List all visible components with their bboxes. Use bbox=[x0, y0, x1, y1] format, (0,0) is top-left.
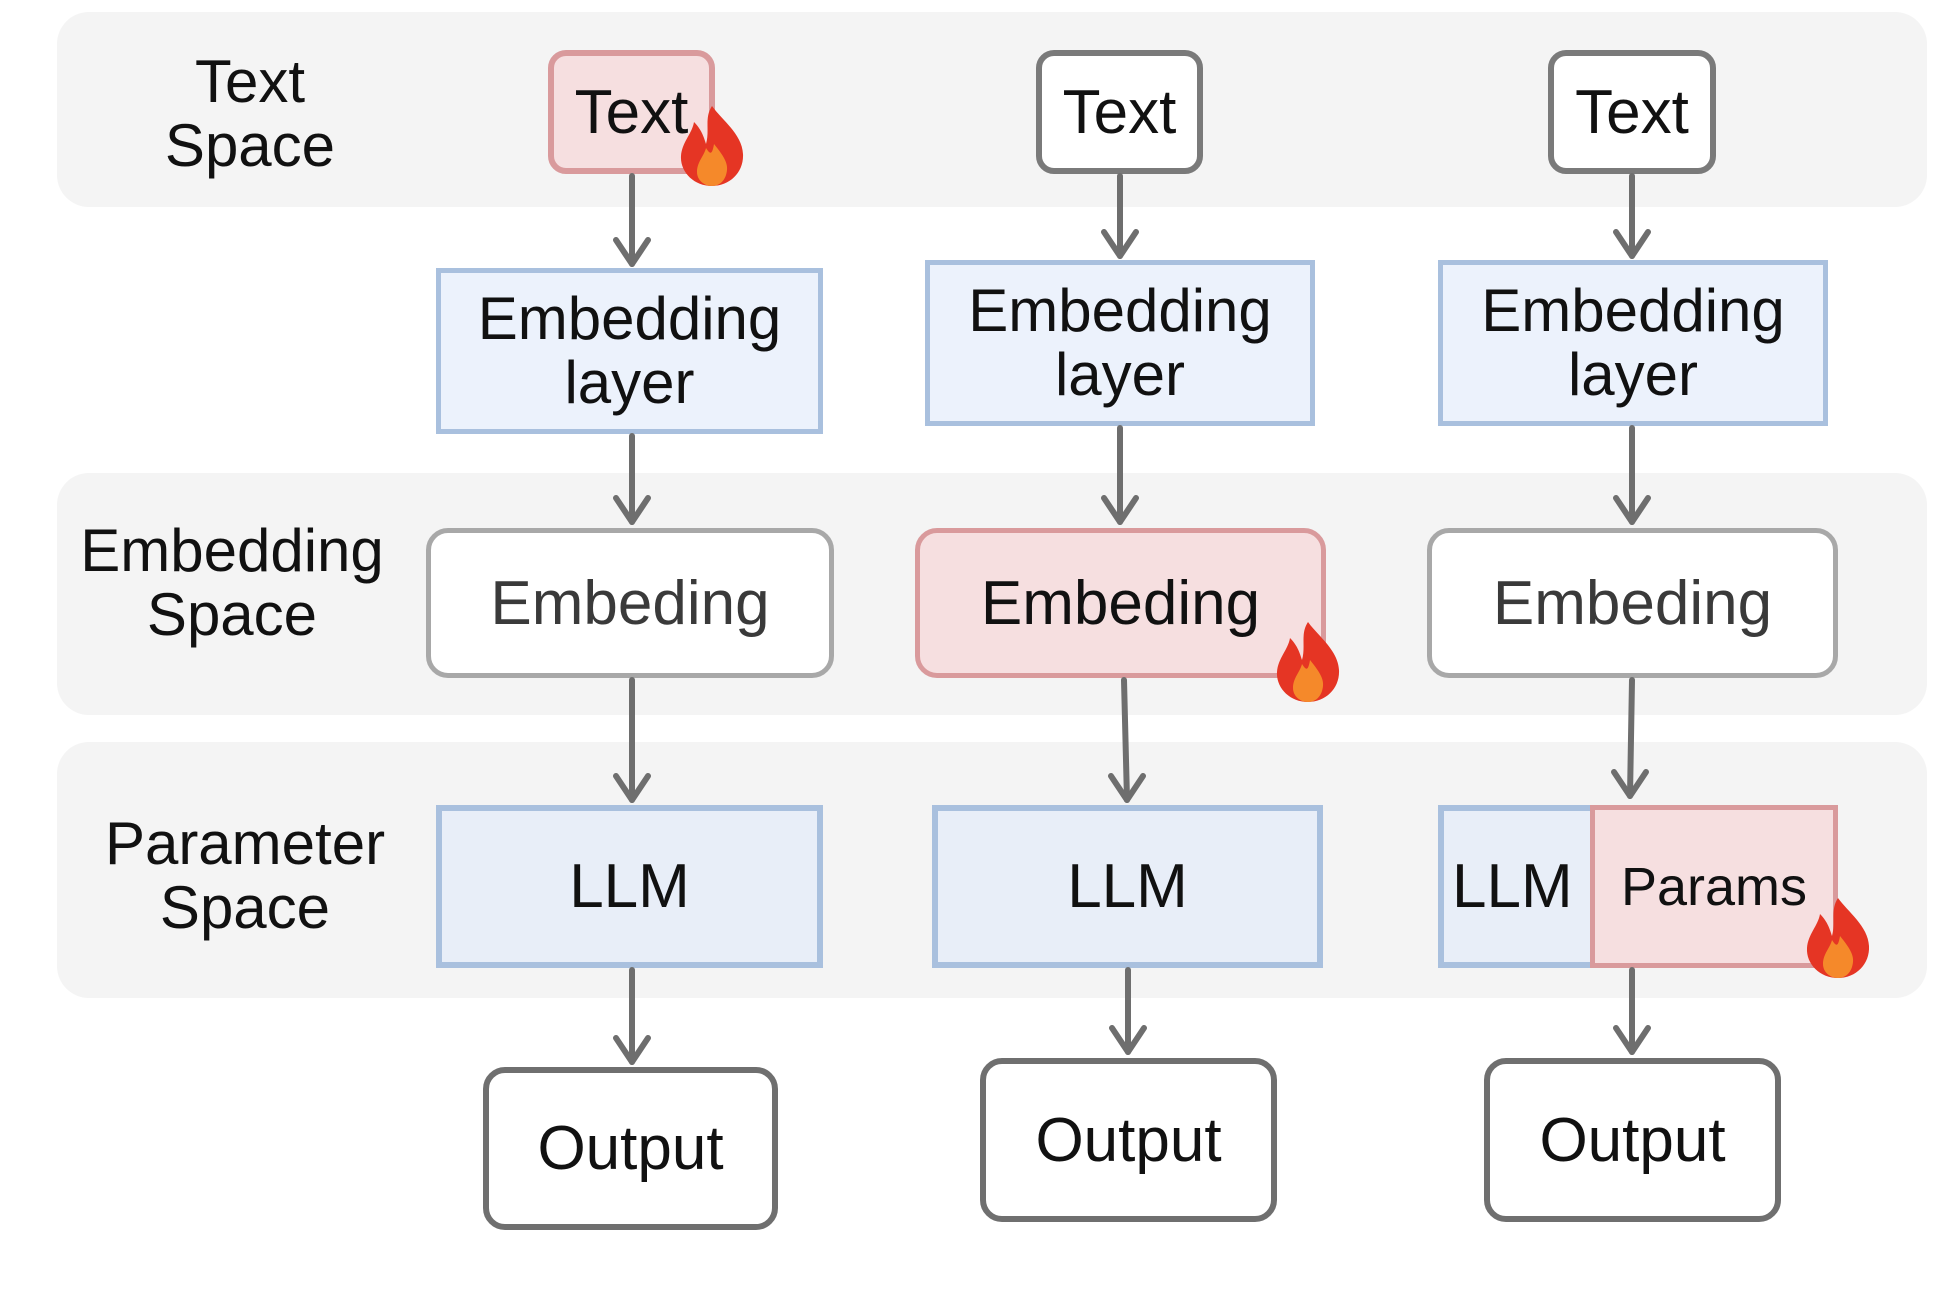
row-label-parameter-space-text: Parameter Space bbox=[104, 810, 386, 941]
col3-embedding-box: Embeding bbox=[1427, 528, 1838, 678]
col1-text-box: Text bbox=[548, 50, 715, 174]
col1-llm-box: LLM bbox=[436, 805, 823, 968]
col1-llm-label: LLM bbox=[569, 852, 690, 921]
col1-embedding-box: Embeding bbox=[426, 528, 834, 678]
col2-output-label: Output bbox=[1035, 1105, 1222, 1175]
col3-embedding-layer-label: Embedding layer bbox=[1481, 277, 1785, 408]
col3-embedding-layer-box: Embedding layer bbox=[1438, 260, 1828, 426]
col3-llm-label: LLM bbox=[1452, 852, 1573, 921]
col1-embedding-layer-label: Embedding layer bbox=[477, 285, 782, 416]
col2-llm-label: LLM bbox=[1067, 852, 1188, 921]
col3-params-label: Params bbox=[1620, 856, 1808, 917]
col1-embedding-label: Embeding bbox=[490, 568, 770, 638]
col3-output-box: Output bbox=[1484, 1058, 1781, 1222]
col2-text-box: Text bbox=[1036, 50, 1203, 174]
row-label-parameter-space: Parameter Space bbox=[80, 812, 410, 940]
row-label-text-space: Text Space bbox=[140, 50, 360, 178]
row-label-embedding-space-text: Embedding Space bbox=[80, 517, 384, 648]
col3-text-label: Text bbox=[1575, 77, 1689, 147]
col3-output-label: Output bbox=[1539, 1105, 1726, 1175]
col1-output-box: Output bbox=[483, 1067, 778, 1230]
col2-output-box: Output bbox=[980, 1058, 1277, 1222]
col1-output-label: Output bbox=[537, 1114, 724, 1183]
row-label-embedding-space: Embedding Space bbox=[62, 519, 402, 647]
col3-embedding-label: Embeding bbox=[1492, 568, 1773, 638]
col1-text-label: Text bbox=[574, 77, 689, 147]
col2-embedding-layer-box: Embedding layer bbox=[925, 260, 1315, 426]
col2-llm-box: LLM bbox=[932, 805, 1323, 968]
col2-embedding-box: Embeding bbox=[915, 528, 1326, 678]
col3-text-box: Text bbox=[1548, 50, 1716, 174]
col2-text-label: Text bbox=[1062, 77, 1177, 147]
col2-embedding-label: Embeding bbox=[980, 568, 1261, 638]
col2-embedding-layer-label: Embedding layer bbox=[968, 277, 1272, 408]
row-label-text-space-text: Text Space bbox=[164, 48, 336, 179]
col3-params-box: Params bbox=[1590, 805, 1838, 968]
col1-embedding-layer-box: Embedding layer bbox=[436, 268, 823, 434]
